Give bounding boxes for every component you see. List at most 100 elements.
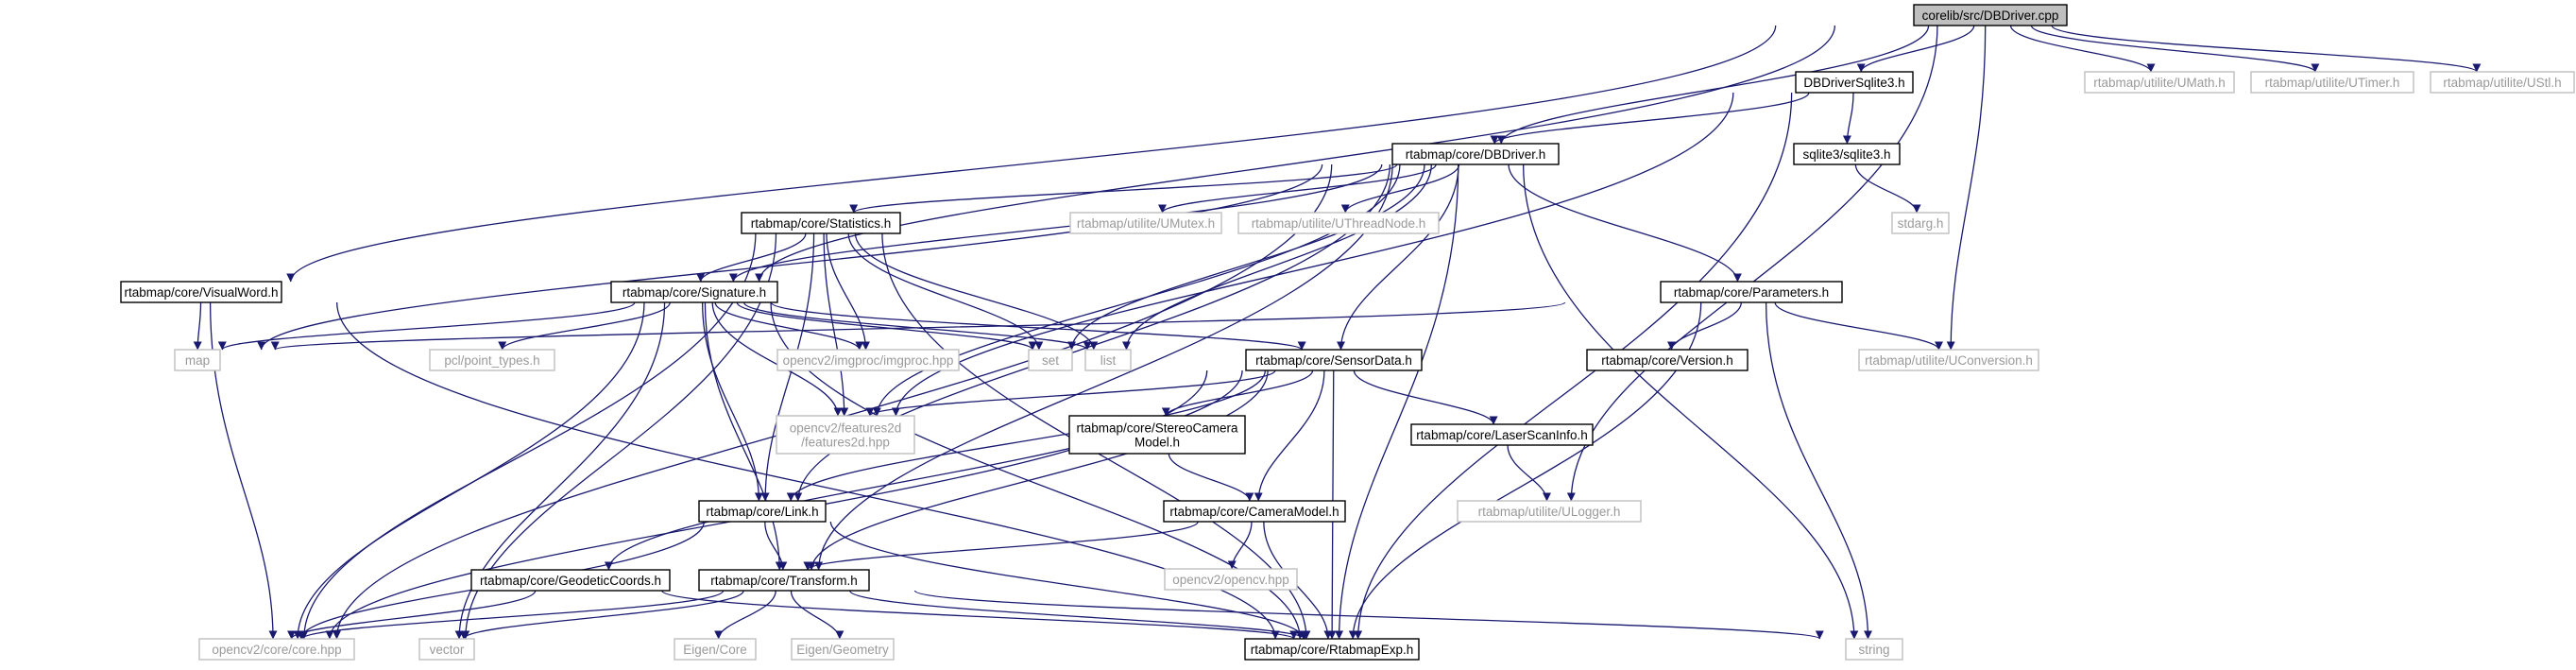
edge-parameters-to-uconversion [1774,301,1943,351]
edge-dbdriver_sqlite3-to-dbdriver_h [1490,92,1810,145]
edge-signature-to-sensordata [770,301,1306,351]
edge-dbdriver_h-to-umutex [1158,163,1437,214]
edge-transform-to-string [913,590,1824,640]
edge-dbdriver_cpp-to-dbdriver_h [1496,25,1930,145]
node-dbdriver_cpp-box [1913,4,2068,26]
dependency-edges [193,25,2482,640]
node-laserscan-box [1410,423,1594,446]
node-umutex: rtabmap/utilite/UMutex.h [1069,212,1222,234]
edge-sensordata-to-laserscan [1353,369,1498,425]
node-features2d-label: /features2d.hpp [801,436,890,450]
node-statistics-label: rtabmap/core/Statistics.h [751,216,892,231]
node-opencv_hpp-label: opencv2/opencv.hpp [1172,573,1289,587]
node-opencv_hpp: opencv2/opencv.hpp [1164,568,1298,591]
edge-signature-to-vector [454,301,666,640]
node-eigen_geom-box [791,638,895,661]
edge-dbdriver_cpp-to-dbdriver_sqlite3 [1856,25,1975,73]
node-stdarg-box [1891,212,1950,234]
edge-dbdriver_h-to-string [1522,163,1859,640]
edge-stereocam-to-cameramodel [1168,453,1254,502]
node-dbdriver_h[interactable]: rtabmap/core/DBDriver.h [1391,143,1560,165]
edge-dbdriver_cpp-to-utimer [2030,25,2320,73]
node-signature[interactable]: rtabmap/core/Signature.h [610,281,778,303]
edge-signature-to-set [736,301,1037,351]
edge-parameters-to-string [1765,301,1872,640]
edge-transform-to-eigen_core [714,590,776,640]
node-core_hpp: opencv2/core/core.hpp [198,638,355,661]
node-vector-label: vector [430,643,465,657]
edge-statistics-to-features2d [823,232,849,417]
node-map-label: map [185,353,210,368]
node-stdarg: stdarg.h [1891,212,1950,234]
node-laserscan[interactable]: rtabmap/core/LaserScanInfo.h [1410,423,1594,446]
node-rtabmapexp-label: rtabmap/core/RtabmapExp.h [1251,643,1414,657]
node-link[interactable]: rtabmap/core/Link.h [698,500,827,523]
node-rtabmapexp[interactable]: rtabmap/core/RtabmapExp.h [1244,638,1420,661]
node-cameramodel-label: rtabmap/core/CameraModel.h [1169,505,1339,519]
node-features2d-label: opencv2/features2d [790,421,902,436]
node-sqlite3[interactable]: sqlite3/sqlite3.h [1793,143,1901,165]
node-stereocam-label: rtabmap/core/StereoCamera [1076,421,1238,436]
node-ulogger: rtabmap/utilite/ULogger.h [1457,500,1642,523]
node-geodetic[interactable]: rtabmap/core/GeodeticCoords.h [470,569,671,592]
edge-signature-to-pcl [498,301,671,351]
node-dbdriver_h-label: rtabmap/core/DBDriver.h [1406,147,1546,162]
node-sensordata[interactable]: rtabmap/core/SensorData.h [1245,349,1423,371]
edge-signature-to-imgproc [714,301,864,351]
node-core_hpp-label: opencv2/core/core.hpp [212,643,341,657]
edge-parameters-to-version [1666,301,1742,351]
node-dbdriver_sqlite3[interactable]: DBDriverSqlite3.h [1795,71,1914,94]
edge-sqlite3-to-stdarg [1854,163,1921,214]
edge-link-to-transform [764,521,788,571]
node-eigen_geom: Eigen/Geometry [791,638,895,661]
edge-dbdriver_sqlite3-to-rtabmapexp [1354,92,1793,640]
node-visualword[interactable]: rtabmap/core/VisualWord.h [120,281,282,303]
node-features2d-box [776,415,915,455]
edge-dbdriver_h-to-features2d [872,163,1401,417]
node-map: map [174,349,221,371]
edge-sensordata-to-geodetic [604,369,1243,571]
node-pcl: pcl/point_types.h [429,349,555,371]
edge-statistics-to-core_hpp [299,232,757,640]
node-parameters[interactable]: rtabmap/core/Parameters.h [1660,281,1843,303]
node-cameramodel-box [1163,500,1346,523]
edge-signature-to-features2d [711,301,843,417]
edge-dbdriver_cpp-to-visualword [286,25,1777,283]
node-version[interactable]: rtabmap/core/Version.h [1586,349,1749,371]
edge-visualword-to-map [193,301,202,351]
node-sensordata-box [1245,349,1423,371]
node-dbdriver_cpp[interactable]: corelib/src/DBDriver.cpp [1913,4,2068,26]
node-umath-label: rtabmap/utilite/UMath.h [2093,76,2226,90]
node-ustl-label: rtabmap/utilite/UStl.h [2443,76,2561,90]
edge-dbdriver_h-to-signature [728,163,1383,283]
node-string-box [1845,638,1903,661]
node-sqlite3-box [1793,143,1901,165]
edge-dbdriver_h-to-set [1067,163,1425,351]
node-version-label: rtabmap/core/Version.h [1601,353,1733,368]
node-transform-label: rtabmap/core/Transform.h [710,574,858,588]
node-cameramodel[interactable]: rtabmap/core/CameraModel.h [1163,500,1346,523]
node-umutex-label: rtabmap/utilite/UMutex.h [1077,216,1215,231]
edge-dbdriver_sqlite3-to-sqlite3 [1842,92,1854,145]
node-statistics-box [741,212,901,234]
edge-statistics-to-link [760,232,815,502]
node-geodetic-box [470,569,671,592]
node-transform[interactable]: rtabmap/core/Transform.h [698,569,870,592]
node-vector-box [418,638,475,661]
node-rtabmapexp-box [1244,638,1420,661]
edge-statistics-to-list [854,232,1099,351]
node-uconversion-label: rtabmap/utilite/UConversion.h [1865,353,2033,368]
edge-signature-to-map [218,301,636,351]
edge-cameramodel-to-opencv_hpp [1227,521,1253,570]
node-imgproc-label: opencv2/imgproc/imgproc.hpp [783,353,954,368]
node-umutex-box [1069,212,1222,234]
edge-dbdriver_h-to-core_hpp [333,163,1333,640]
edge-statistics-to-imgproc [826,232,870,351]
node-set: set [1028,349,1073,371]
node-list: list [1084,349,1132,371]
node-ulogger-box [1457,500,1642,523]
node-statistics[interactable]: rtabmap/core/Statistics.h [741,212,901,234]
node-features2d: opencv2/features2d/features2d.hpp [776,415,915,455]
edge-dbdriver_cpp-to-ustl [2051,25,2482,73]
